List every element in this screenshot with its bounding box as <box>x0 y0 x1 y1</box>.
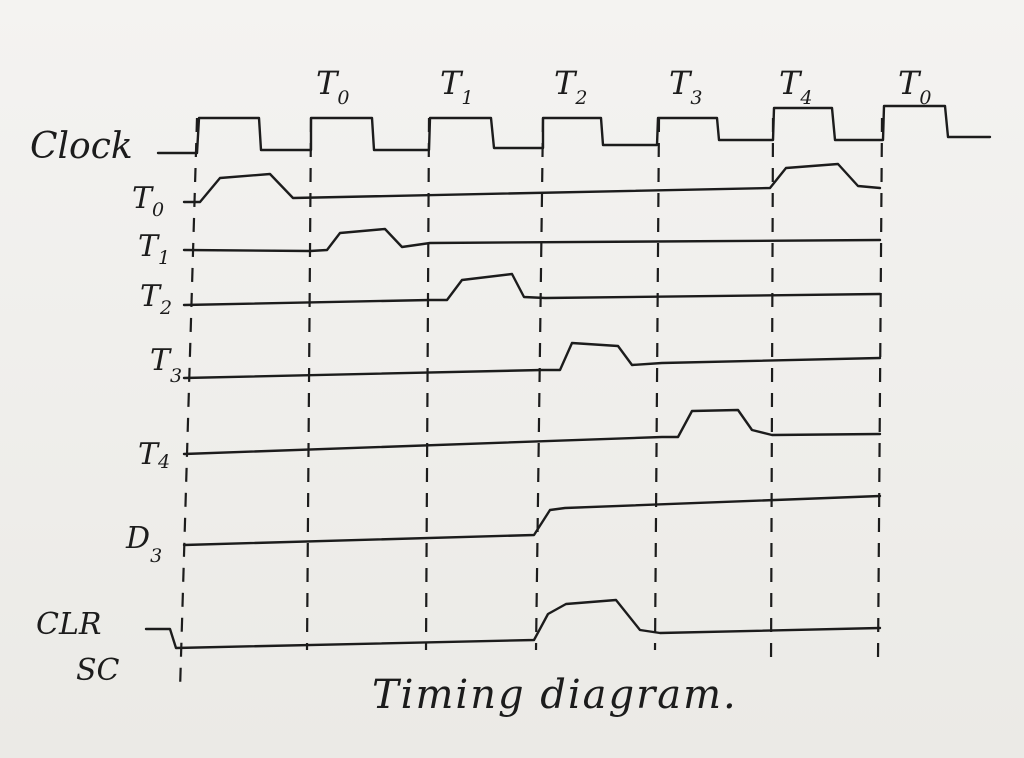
clock-label: Clock <box>30 126 133 167</box>
slot-label-t2: T2 <box>554 64 587 109</box>
slot-label-t3: T3 <box>669 64 702 109</box>
signal-label-t3: T3 <box>150 343 182 387</box>
signal-label-t1: T1 <box>138 229 170 269</box>
clock-waveform <box>156 104 992 155</box>
diagram-caption: Timing diagram. <box>372 672 738 718</box>
edge-guide-4 <box>653 117 661 651</box>
waveform-t3 <box>182 341 882 380</box>
edge-guide-2 <box>424 117 431 651</box>
slot-label-t0: T0 <box>316 64 349 109</box>
waveform-clr-sc <box>144 598 882 650</box>
edge-guide-1 <box>305 117 313 651</box>
slot-label-t4: T4 <box>779 64 812 109</box>
slot-label-t0-repeat: T0 <box>898 64 931 109</box>
signal-label-t4: T4 <box>138 437 170 473</box>
signal-labels: T0 T1 T2 T3 T4 D3 CLR SC <box>36 181 182 688</box>
waveforms <box>144 162 882 650</box>
signal-label-sc: SC <box>76 653 120 688</box>
slot-label-t1: T1 <box>440 64 473 109</box>
time-slot-labels: T0 T1 T2 T3 T4 T0 <box>316 64 931 109</box>
waveform-t1 <box>182 227 882 253</box>
edge-guide-5 <box>769 117 775 669</box>
waveform-t0 <box>182 162 882 204</box>
waveform-d3 <box>182 494 882 547</box>
edge-guide-0 <box>178 117 199 691</box>
signal-label-t0: T0 <box>132 181 164 221</box>
signal-label-d3: D3 <box>125 521 162 567</box>
signal-label-t2: T2 <box>140 279 172 319</box>
edge-guide-3 <box>534 117 545 651</box>
edge-guide-6 <box>876 117 884 661</box>
signal-label-clr: CLR <box>36 607 101 642</box>
waveform-t2 <box>182 272 882 307</box>
edge-guides <box>178 117 884 691</box>
waveform-t4 <box>182 408 882 456</box>
